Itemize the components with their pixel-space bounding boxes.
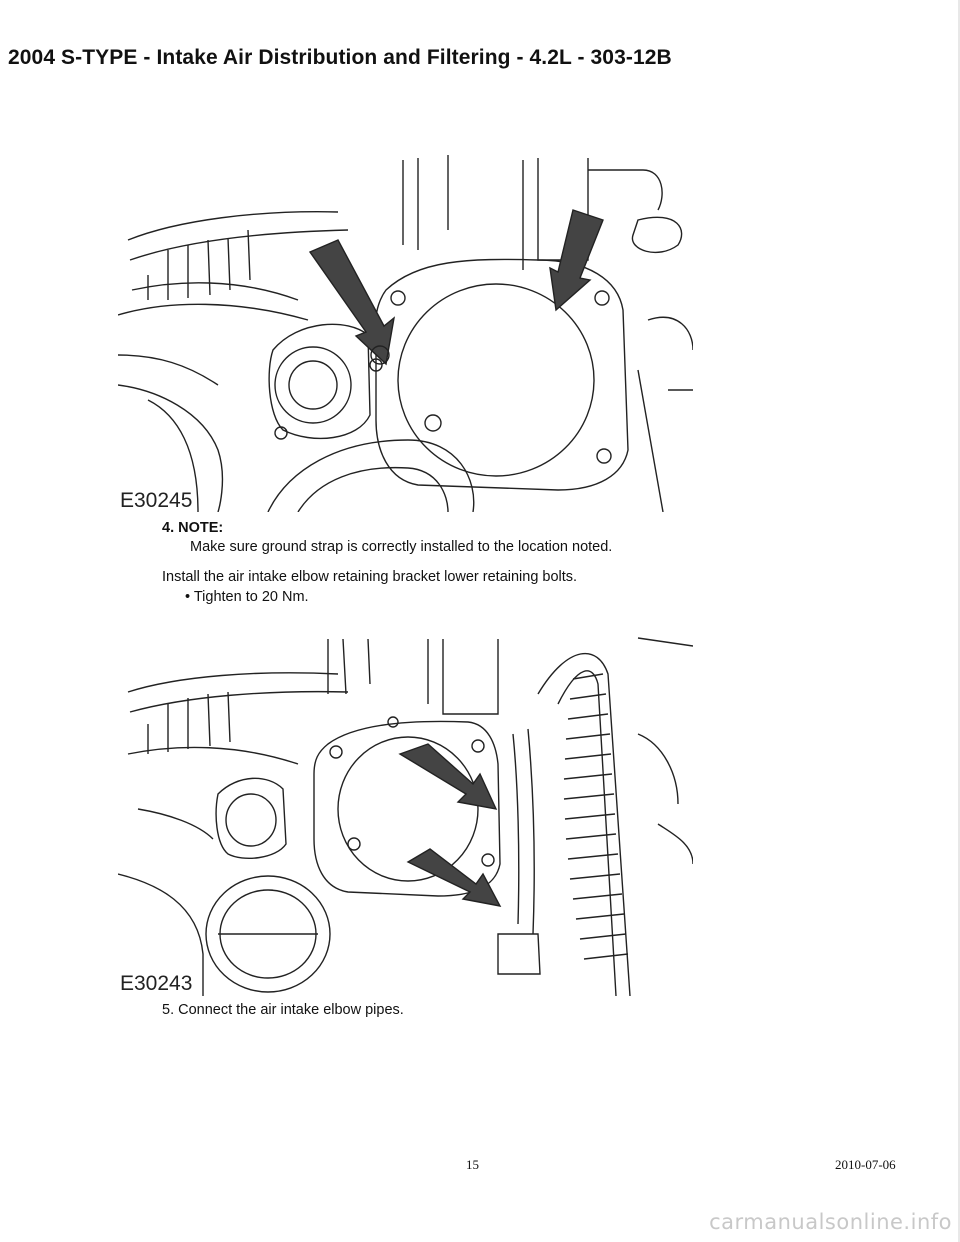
scan-edge <box>958 0 960 1242</box>
watermark: carmanualsonline.info <box>709 1210 952 1234</box>
footer-date: 2010-07-06 <box>835 1157 896 1172</box>
step4-note-label: 4. NOTE: <box>162 520 224 536</box>
engine-illustration-2 <box>118 637 693 996</box>
engine-illustration-1 <box>118 155 693 512</box>
step4-note-text: Make sure ground strap is correctly inst… <box>190 539 613 555</box>
figure-e30243: E30243 <box>118 634 693 996</box>
figure-code-e30245: E30245 <box>118 489 195 513</box>
step5-instruction: 5. Connect the air intake elbow pipes. <box>162 1002 404 1018</box>
step4-instruction: Install the air intake elbow retaining b… <box>162 569 578 585</box>
page-number: 15 <box>466 1157 479 1172</box>
step4-torque-bullet: • Tighten to 20 Nm. <box>185 589 309 605</box>
figure-e30245: E30245 <box>118 150 693 513</box>
page-title: 2004 S-TYPE - Intake Air Distribution an… <box>8 46 672 69</box>
figure-code-e30243: E30243 <box>118 972 195 996</box>
